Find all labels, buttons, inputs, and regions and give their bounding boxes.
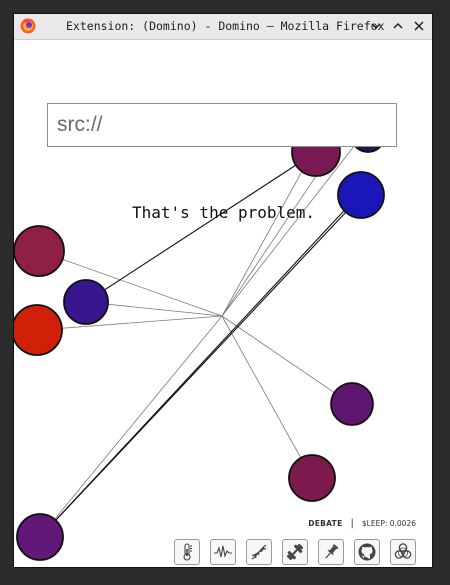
graph-node[interactable] <box>14 225 65 277</box>
thermometer-icon <box>183 543 192 561</box>
waveform-icon <box>214 545 232 558</box>
edge <box>39 199 355 538</box>
github-button[interactable] <box>354 539 380 565</box>
graph-node[interactable] <box>330 382 374 426</box>
dna-icon <box>251 544 267 560</box>
graph-node[interactable] <box>337 171 385 219</box>
title-bar: Extension: (Domino) - Domino — Mozilla F… <box>14 14 432 40</box>
dna-button[interactable] <box>246 539 272 565</box>
firefox-logo-icon <box>20 18 36 34</box>
edge <box>39 315 223 538</box>
minimize-button[interactable] <box>366 16 386 36</box>
domino-page: That's the problem. DEBATE | $LEEP: 0.00… <box>14 40 432 567</box>
close-icon <box>414 21 424 31</box>
edge <box>221 131 366 317</box>
status-bar: DEBATE | $LEEP: 0.0026 <box>308 518 416 529</box>
github-icon <box>358 543 376 561</box>
graph-nodes <box>14 117 386 561</box>
pin-icon <box>325 544 339 559</box>
maximize-button[interactable] <box>388 16 408 36</box>
edge <box>221 315 313 479</box>
node-graph <box>14 117 386 561</box>
pin-button[interactable] <box>318 539 344 565</box>
biohazard-icon <box>394 543 412 559</box>
edge <box>221 315 352 405</box>
close-button[interactable] <box>409 16 429 36</box>
status-separator: | <box>350 518 354 529</box>
window-title: Extension: (Domino) - Domino — Mozilla F… <box>66 19 385 33</box>
graph-strong-edges <box>39 151 363 538</box>
dumbbell-button[interactable] <box>282 539 308 565</box>
edge <box>38 315 223 331</box>
waveform-button[interactable] <box>210 539 236 565</box>
tool-bar <box>174 539 416 565</box>
edge <box>221 145 317 317</box>
edge <box>85 151 317 303</box>
search-input[interactable] <box>47 103 397 147</box>
graph-node[interactable] <box>63 279 109 325</box>
chevron-up-icon <box>393 22 403 29</box>
graph-node[interactable] <box>14 304 63 356</box>
sleep-readout: $LEEP: 0.0026 <box>361 519 416 528</box>
dumbbell-icon <box>286 543 304 561</box>
biohazard-button[interactable] <box>390 539 416 565</box>
edge <box>38 250 223 317</box>
chevron-down-icon <box>371 23 381 30</box>
thermometer-button[interactable] <box>174 539 200 565</box>
browser-window: Extension: (Domino) - Domino — Mozilla F… <box>14 14 432 567</box>
mode-label: DEBATE <box>308 519 343 528</box>
caption-text: That's the problem. <box>132 203 316 222</box>
graph-node[interactable] <box>16 513 64 561</box>
graph-node[interactable] <box>288 454 336 502</box>
